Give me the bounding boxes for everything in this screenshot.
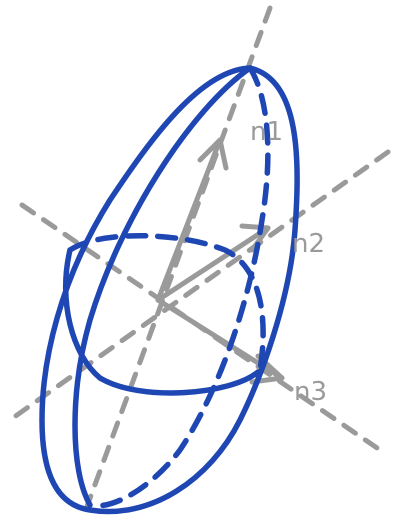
label-n1: n1 bbox=[250, 117, 283, 147]
ellipsoid-equator-front bbox=[66, 250, 258, 393]
label-n3: n3 bbox=[294, 377, 327, 407]
label-n2: n2 bbox=[292, 229, 325, 259]
